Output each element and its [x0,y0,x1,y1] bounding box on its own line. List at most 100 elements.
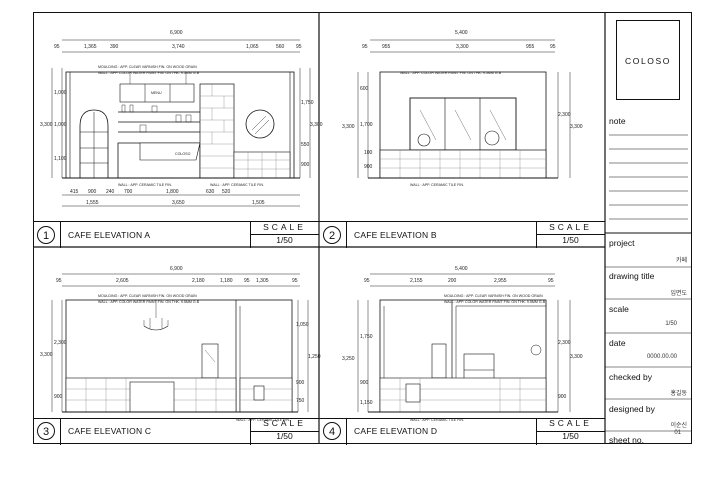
dimension-label: 1,700 [360,122,373,128]
material-note: WALL : APP. COLOR WATER PAINT FIN. ON TH… [400,71,502,75]
dimension-label: 1,180 [220,278,233,284]
field-value-designed-by: 이순신 [670,423,687,429]
dimension-label: 3,300 [570,354,583,360]
dimension-label: 3,300 [40,122,53,128]
overall-dimension: 5,400 [455,266,468,272]
elevation-a-drawing [51,39,311,207]
panel-title-strip-d [319,418,605,445]
dimension-label: 1,250 [308,354,321,360]
panel-title: CAFE ELEVATION B [354,230,437,240]
dimension-label: 630 [206,189,215,195]
panel-title: CAFE ELEVATION C [68,426,152,436]
scale-value: 1/50 [562,431,579,441]
dimension-label: 200 [448,278,457,284]
dimension-label: 2,605 [116,278,129,284]
field-value-checked-by: 홍길동 [670,391,687,397]
scale-label: SCALE [263,418,306,428]
scale-value: 1/50 [276,235,293,245]
panel-title: CAFE ELEVATION D [354,426,438,436]
dimension-label: 900 [558,394,567,400]
dimension-label: 3,250 [342,356,355,362]
dimension-label: 2,955 [494,278,507,284]
dimension-label: 1,750 [360,334,373,340]
menu-sign: MENU [151,91,162,95]
overall-dimension: 5,400 [455,30,468,36]
dimension-label: 95 [362,44,368,50]
logo: COLOSO [616,20,680,100]
sheet-border [33,12,692,444]
scale-label: SCALE [549,418,592,428]
panel-title-strip-c [33,418,319,445]
dimension-label: 3,300 [310,122,323,128]
dimension-label: 550 [301,142,310,148]
dimension-label: 95 [296,44,302,50]
material-note: MOULDING : APP. CLEAR VARNISH FIN. ON WO… [98,294,197,298]
dimension-label: 95 [56,278,62,284]
dimension-label: 1,555 [86,200,99,206]
dimension-label: 3,300 [342,124,355,130]
elevation-c-drawing [51,273,309,413]
dimension-label: 95 [244,278,250,284]
dimension-label: 900 [301,162,310,168]
field-value-date: 0000.00.00 [646,354,677,360]
elevation-d-drawing [357,273,571,413]
scale-value: 1/50 [562,235,579,245]
dimension-label: 600 [360,86,369,92]
overall-dimension: 6,900 [170,30,183,36]
dimension-label: 1,750 [301,100,314,106]
dimension-label: 900 [364,164,373,170]
material-note: WALL : APP. CERAMIC TILE FIN. [210,183,264,187]
note-label: note [609,116,626,126]
dimension-label: 415 [70,189,79,195]
dimension-label: 240 [106,189,115,195]
dimension-label: 2,180 [192,278,205,284]
dimension-label: 1,050 [296,322,309,328]
dimension-label: 1,100 [54,156,67,162]
dimension-label: 2,300 [558,112,571,118]
coloso-sign: COLOSO [175,152,191,156]
scale-label: SCALE [549,222,592,232]
dimension-label: 1,150 [360,400,373,406]
panel-number: 2 [323,226,341,244]
panel-number: 4 [323,422,341,440]
dimension-label: 900 [360,380,369,386]
material-note: WALL : APP. COLOR WATER PAINT FIN. ON TH… [444,300,546,304]
dimension-label: 1,800 [166,189,179,195]
field-value-drawing-title: 입면도 [670,291,687,297]
dimension-label: 3,740 [172,44,185,50]
dimension-label: 3,300 [456,44,469,50]
dimension-label: 520 [222,189,231,195]
panel-number: 3 [37,422,55,440]
material-note: WALL : APP. COLOR WATER PAINT FIN. ON TH… [98,71,200,75]
dimension-label: 900 [296,380,305,386]
dimension-label: 95 [550,44,556,50]
material-note: WALL : APP. CERAMIC TILE FIN. [118,183,172,187]
dimension-label: 1,305 [256,278,269,284]
panel-title-strip-b [319,221,605,248]
material-note: WALL : APP. COLOR WATER PAINT FIN. ON TH… [98,300,200,304]
dimension-label: 900 [54,394,63,400]
dimension-label: 2,155 [410,278,423,284]
dimension-label: 3,650 [172,200,185,206]
dimension-label: 390 [110,44,119,50]
scale-value: 1/50 [276,431,293,441]
material-note: MOULDING : APP. CLEAR VARNISH FIN. ON WO… [98,65,197,69]
scale-label: SCALE [263,222,306,232]
dimension-label: 1,365 [84,44,97,50]
field-value-sheet-no: 01 [674,430,681,436]
dimension-label: 1,000 [54,122,67,128]
dimension-label: 1,065 [246,44,259,50]
panel-title: CAFE ELEVATION A [68,230,151,240]
dimension-label: 95 [364,278,370,284]
dimension-label: 955 [382,44,391,50]
dimension-label: 1,505 [252,200,265,206]
dimension-label: 3,300 [40,352,53,358]
panel-title-strip-a [33,221,319,248]
dimension-label: 3,300 [570,124,583,130]
dimension-label: 900 [88,189,97,195]
note-lines [609,134,688,220]
dimension-label: 1,000 [54,90,67,96]
dimension-label: 95 [548,278,554,284]
